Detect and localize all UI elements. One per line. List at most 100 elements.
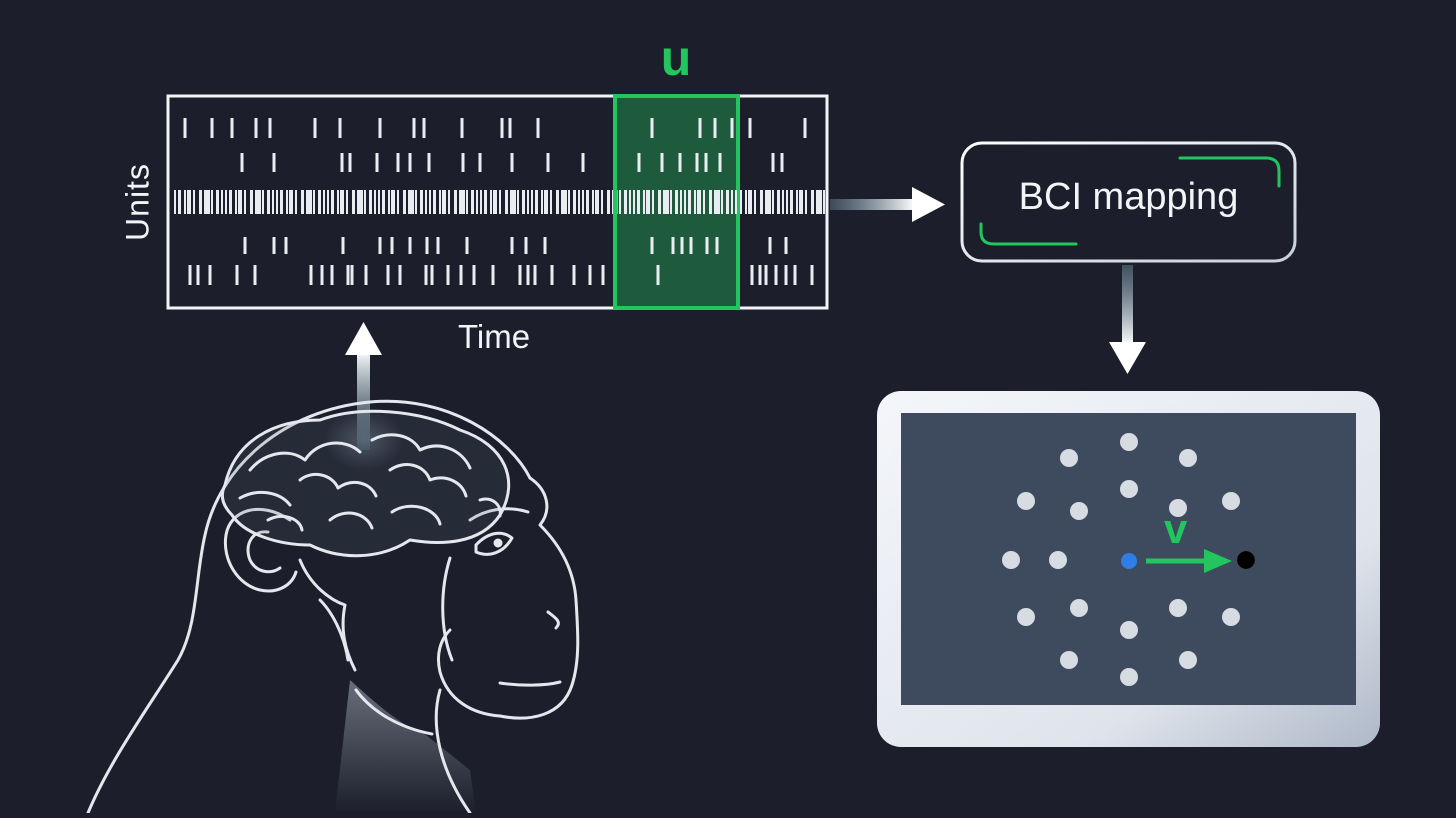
spike-tick xyxy=(765,190,771,214)
spike-ticks xyxy=(174,118,825,285)
spike-tick xyxy=(684,190,686,214)
spike-tick xyxy=(216,190,219,214)
spike-tick xyxy=(697,190,701,214)
spike-tick xyxy=(337,190,339,214)
velocity-label-v: v xyxy=(1164,505,1188,552)
target-dot xyxy=(1169,499,1187,517)
spike-tick xyxy=(178,190,181,214)
spike-tick xyxy=(799,190,803,214)
spike-tick xyxy=(267,190,270,214)
spike-tick xyxy=(364,190,366,214)
window-spike-ticks xyxy=(619,118,737,285)
target-dot xyxy=(1179,449,1197,467)
spike-tick xyxy=(726,190,729,214)
spike-tick xyxy=(735,190,737,214)
spike-tick xyxy=(235,190,237,214)
spike-tick xyxy=(448,190,450,214)
spike-tick xyxy=(295,190,297,214)
spike-tick xyxy=(459,190,465,214)
active-target-dot xyxy=(1237,551,1255,569)
spike-tick xyxy=(637,190,640,214)
spike-tick xyxy=(786,190,788,214)
spike-tick xyxy=(318,190,321,214)
spike-tick xyxy=(561,190,567,214)
spike-tick xyxy=(550,190,552,214)
velocity-arrow-head xyxy=(1204,549,1232,573)
spike-tick xyxy=(187,190,191,214)
spike-tick xyxy=(777,190,780,214)
spike-tick xyxy=(369,190,372,214)
spike-tick xyxy=(592,190,594,214)
arrow-from-brain xyxy=(324,322,404,470)
target-dot xyxy=(1070,599,1088,617)
spike-tick xyxy=(420,190,423,214)
spike-tick xyxy=(301,190,304,214)
spike-tick xyxy=(408,190,414,214)
spike-tick xyxy=(272,190,274,214)
target-dot xyxy=(1120,480,1138,498)
target-dot xyxy=(1060,449,1078,467)
spike-tick xyxy=(573,190,576,214)
spike-tick xyxy=(680,190,682,214)
spike-tick xyxy=(193,190,195,214)
spike-tick xyxy=(714,190,720,214)
spike-tick xyxy=(286,190,288,214)
spike-tick xyxy=(748,190,752,214)
target-dot xyxy=(1222,608,1240,626)
spike-tick xyxy=(745,190,747,214)
spike-tick xyxy=(280,190,283,214)
spike-tick xyxy=(772,190,774,214)
spike-tick xyxy=(703,190,705,214)
task-monitor xyxy=(877,391,1380,747)
spike-tick xyxy=(289,190,293,214)
target-dot xyxy=(1120,621,1138,639)
spike-tick xyxy=(221,190,223,214)
spike-tick xyxy=(484,190,487,214)
spike-tick xyxy=(694,190,696,214)
spike-tick xyxy=(331,190,334,214)
spike-tick xyxy=(466,190,468,214)
spike-tick xyxy=(442,190,446,214)
spike-tick xyxy=(731,190,733,214)
target-dot xyxy=(1070,502,1088,520)
y-axis-label: Units xyxy=(119,163,156,241)
spike-tick xyxy=(229,190,232,214)
spike-tick xyxy=(382,190,385,214)
spike-tick xyxy=(556,190,559,214)
spike-tick xyxy=(403,190,406,214)
spike-tick xyxy=(607,190,610,214)
spike-tick xyxy=(505,190,508,214)
spike-tick xyxy=(816,190,822,214)
spike-tick xyxy=(624,190,627,214)
spike-tick xyxy=(527,190,529,214)
spike-tick xyxy=(250,190,253,214)
spike-tick xyxy=(471,190,474,214)
spike-tick xyxy=(823,190,825,214)
spike-tick xyxy=(397,190,399,214)
spike-tick xyxy=(782,190,784,214)
spike-tick xyxy=(276,190,278,214)
spike-tick xyxy=(174,190,176,214)
spike-tick xyxy=(721,190,723,214)
target-dot xyxy=(1120,433,1138,451)
spike-tick xyxy=(754,190,756,214)
spike-tick xyxy=(211,190,213,214)
spike-tick xyxy=(531,190,533,214)
spike-tick xyxy=(204,190,210,214)
spike-tick xyxy=(760,190,763,214)
target-dot xyxy=(1017,608,1035,626)
window-label-u: u xyxy=(660,30,692,86)
spike-tick xyxy=(374,190,376,214)
x-axis-label: Time xyxy=(458,318,531,355)
spike-tick xyxy=(429,190,431,214)
spike-tick xyxy=(643,190,645,214)
spike-tick xyxy=(352,190,355,214)
spike-tick xyxy=(238,190,242,214)
spike-tick xyxy=(184,190,186,214)
spike-tick xyxy=(517,190,519,214)
target-dot xyxy=(1060,651,1078,669)
spike-tick xyxy=(790,190,793,214)
spike-tick xyxy=(544,190,548,214)
spike-tick xyxy=(675,190,678,214)
cursor-dot xyxy=(1121,553,1137,569)
